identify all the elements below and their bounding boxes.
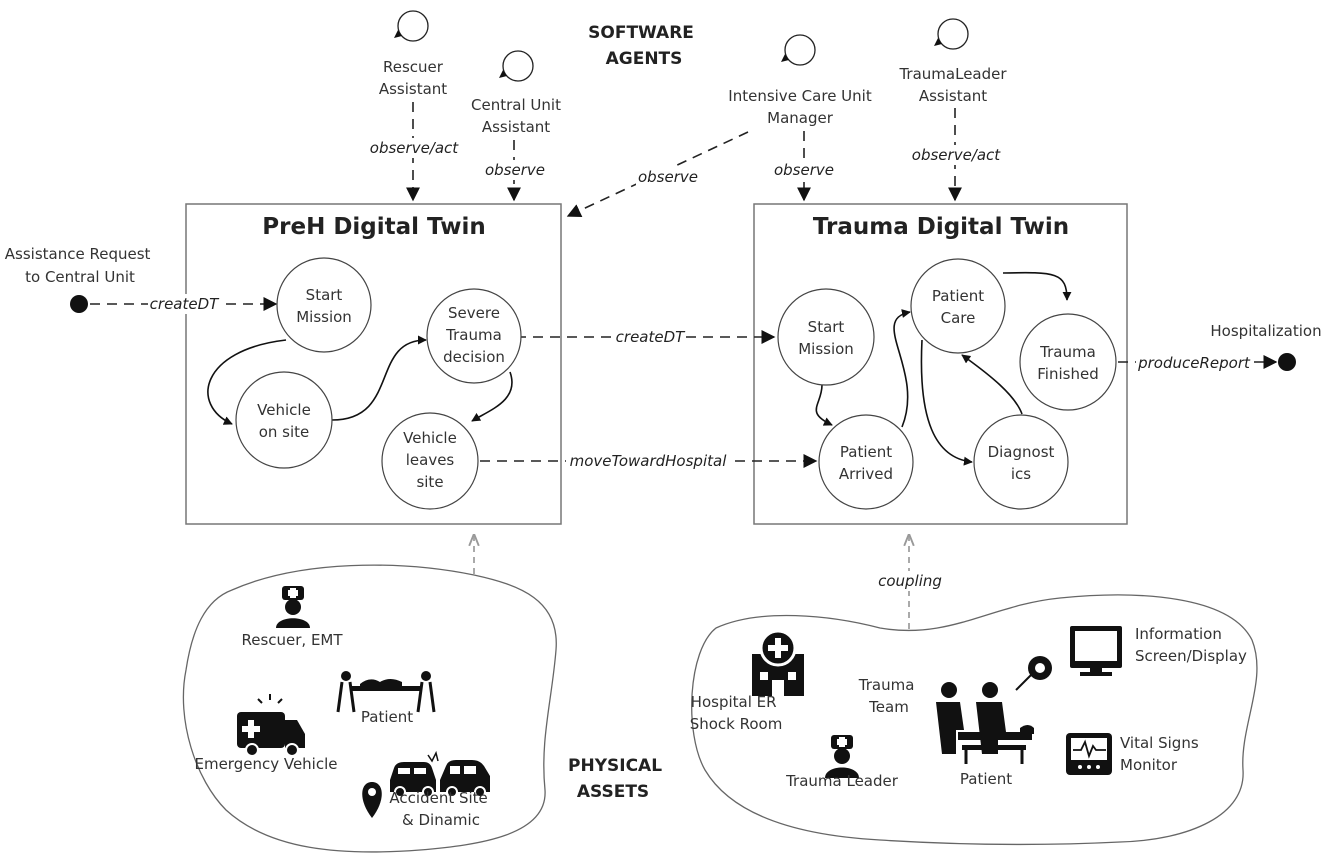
- central-unit-relation-label: observe: [485, 161, 545, 179]
- accident-site-label: Accident Site & Dinamic: [389, 789, 492, 829]
- trauma-transition: [893, 309, 911, 428]
- create-dt-in-label: createDT: [150, 295, 220, 313]
- patient-right-label: Patient: [960, 770, 1012, 788]
- surgery-team-icon: [936, 656, 1052, 764]
- preh-digital-twin-title: PreH Digital Twin: [262, 214, 485, 240]
- information-screen-label: Information Screen/Display: [1135, 625, 1247, 665]
- location-pin-icon: [362, 782, 382, 818]
- vital-signs-monitor-label: Vital Signs Monitor: [1120, 734, 1203, 774]
- physical-assets-header: PHYSICAL ASSETS: [568, 756, 668, 802]
- preh-transition: [207, 339, 287, 425]
- trauma-leader-icon: [825, 735, 859, 778]
- agent-loop-icon: [784, 34, 816, 66]
- hospital-icon: [752, 629, 804, 696]
- patient-left-label: Patient: [361, 708, 413, 726]
- icu-to-preh-relation-label: observe: [638, 168, 698, 186]
- preh-transition: [471, 371, 513, 422]
- software-agents-header: SOFTWARE AGENTS: [588, 23, 700, 69]
- preh-transition: [331, 335, 427, 421]
- trauma-transition: [961, 354, 1023, 415]
- trauma-leader-relation-label: observe/act: [912, 146, 1002, 164]
- rescuer-relation-label: observe/act: [370, 139, 460, 157]
- agent-loop-icon: [937, 18, 969, 50]
- coupling-right-label: coupling: [878, 572, 942, 590]
- assistance-request-label: Assistance Request to Central Unit: [5, 245, 155, 286]
- produce-report-label: produceReport: [1137, 354, 1251, 372]
- icu-to-trauma-relation-label: observe: [774, 161, 834, 179]
- emergency-vehicle-label: Emergency Vehicle: [194, 755, 337, 773]
- trauma-transition: [815, 384, 833, 426]
- trauma-team-label: Trauma Team: [858, 676, 919, 716]
- ambulance-icon: [237, 694, 305, 757]
- initial-state-dot: [70, 295, 88, 313]
- rescuer-emt-icon: [276, 586, 310, 628]
- vital-signs-monitor-icon: [1066, 733, 1112, 775]
- trauma-transition: [920, 339, 973, 466]
- trauma-transition: [1002, 271, 1072, 301]
- create-dt-cross-label: createDT: [616, 328, 686, 346]
- car-crash-icon: [390, 750, 490, 798]
- agent-loop-icon: [397, 10, 429, 42]
- trauma-leader-label: Trauma Leader: [785, 772, 899, 790]
- final-state-dot: [1278, 353, 1296, 371]
- screen-display-icon: [1070, 626, 1122, 676]
- hospital-er-label: Hospital ER Shock Room: [690, 693, 783, 733]
- stretcher-patient-icon: [336, 671, 436, 713]
- move-toward-hospital-label: moveTowardHospital: [570, 452, 728, 470]
- agent-loop-icon: [502, 50, 534, 82]
- hospitalization-label: Hospitalization: [1210, 322, 1321, 340]
- trauma-digital-twin-title: Trauma Digital Twin: [813, 214, 1069, 240]
- rescuer-emt-label: Rescuer, EMT: [241, 631, 343, 649]
